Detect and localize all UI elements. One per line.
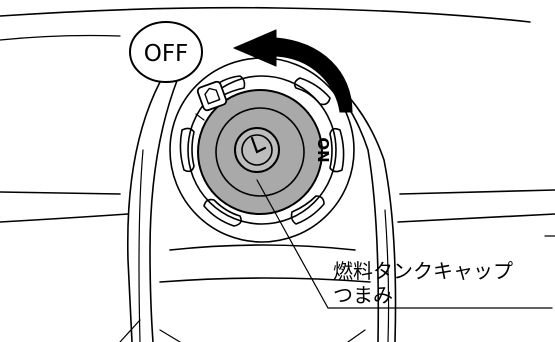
on-label: ON — [314, 137, 332, 162]
counterclockwise-arrow-icon — [233, 29, 353, 113]
panel-top-edge — [0, 6, 531, 23]
callout-label-line1: 燃料タンクキャップ — [333, 259, 513, 283]
body-lower-lines — [119, 244, 371, 342]
body-left-horizontal — [0, 191, 129, 223]
callout-label-line2: つまみ — [333, 283, 393, 307]
fuel-pump-icon — [196, 80, 228, 112]
body-left-lines — [126, 77, 179, 342]
key-slot-icon — [234, 127, 280, 173]
off-tick-mark — [195, 113, 205, 121]
callout-leader-line — [256, 179, 553, 309]
panel-top-edge-left — [0, 34, 121, 41]
body-right-horizontal — [397, 189, 555, 237]
off-indicator: OFF — [129, 21, 203, 83]
off-label: OFF — [144, 41, 189, 67]
